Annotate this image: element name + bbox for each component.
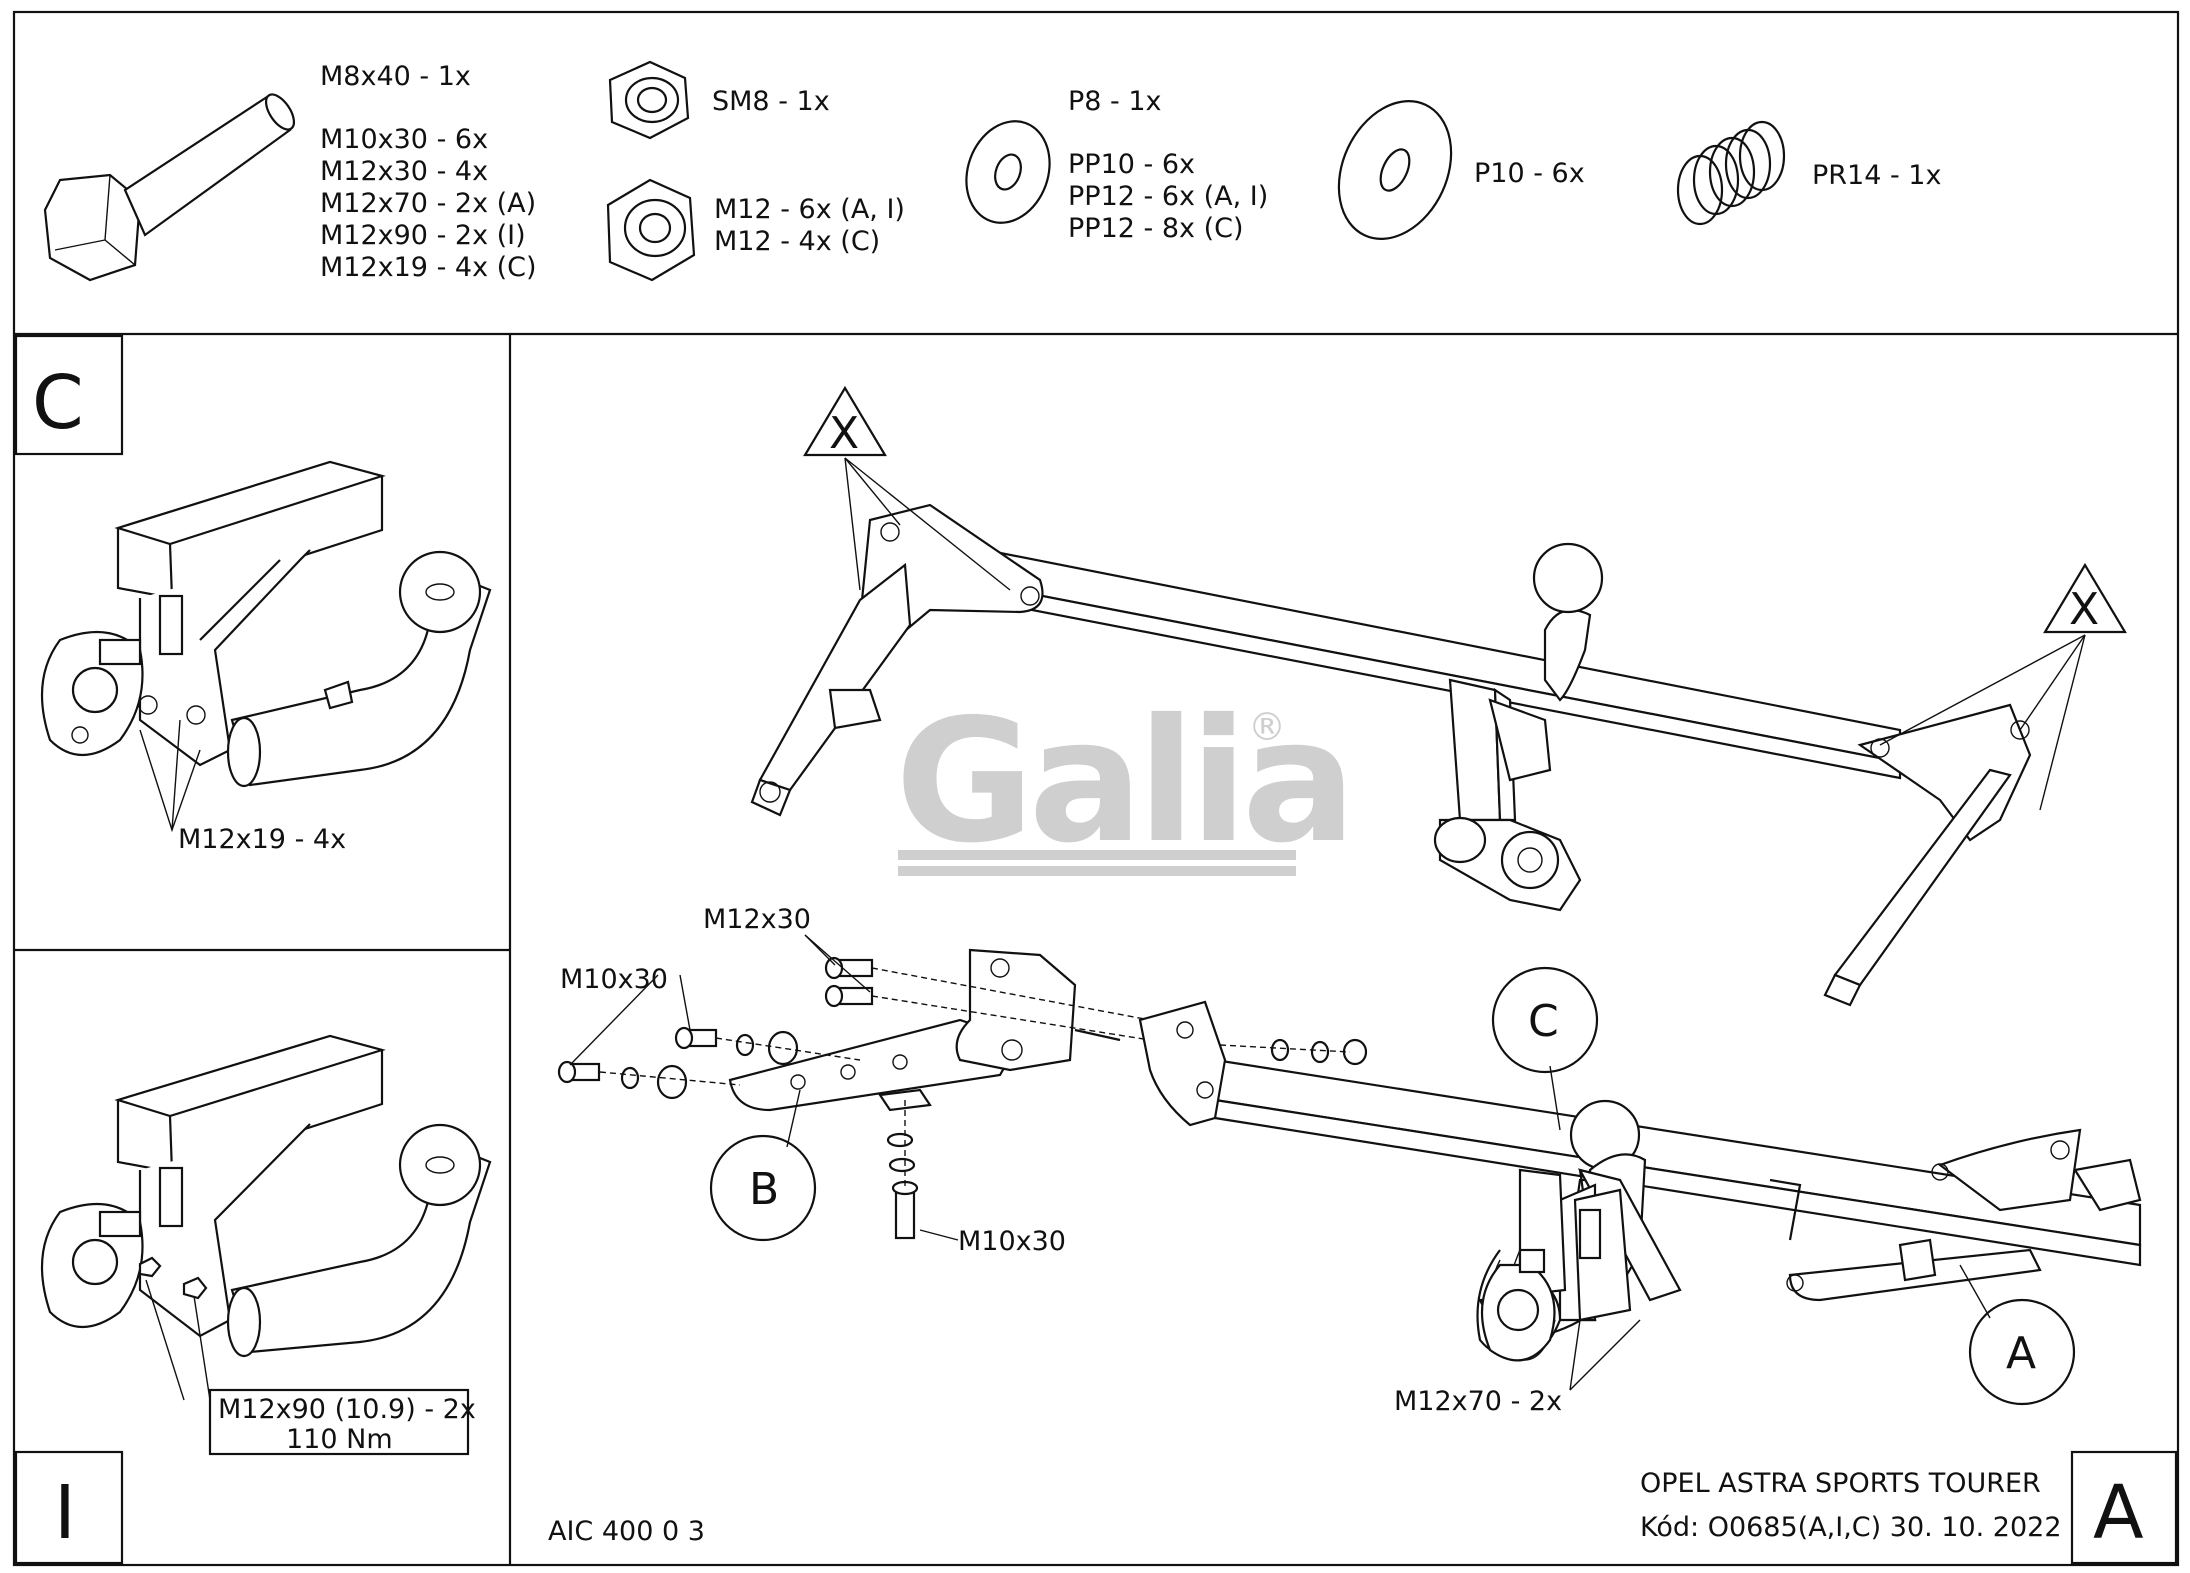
locknut-spec: SM8 - 1x [712, 86, 830, 117]
panel-i-letter: I [54, 1470, 76, 1556]
callout-circle-c: C [1491, 966, 1599, 1074]
washer-spec-line: PP10 - 6x [1068, 149, 1195, 180]
label-m12x70: M12x70 - 2x [1394, 1386, 1562, 1417]
x-mark-left: X [803, 385, 1011, 591]
bolt-spec-line: M12x19 - 4x (C) [320, 252, 537, 283]
washer-spec-line: PP12 - 6x (A, I) [1068, 181, 1268, 212]
bolt-spec-line: M12x70 - 2x (A) [320, 188, 536, 219]
panel-i-hitch-drawing [40, 1034, 492, 1358]
hardware-strip: M8x40 - 1x M10x30 - 6x M12x30 - 4x M12x7… [43, 60, 1941, 283]
panel-c-callout: M12x19 - 4x [178, 824, 346, 855]
spring-spec: PR14 - 1x [1812, 160, 1941, 191]
label-m12x30: M12x30 [703, 904, 811, 935]
nut-icon [606, 178, 696, 282]
callout-circle-a: A [1968, 1298, 2076, 1406]
label-m10x30-top: M10x30 [560, 964, 668, 995]
frames [12, 10, 2180, 1567]
bolt-spec-line: M8x40 - 1x [320, 61, 471, 92]
large-washer-icon [1337, 100, 1453, 240]
washer-spec-line: P8 - 1x [1068, 86, 1162, 117]
watermark-underline [898, 866, 1296, 876]
label-m10x30-bottom: M10x30 [958, 1226, 1066, 1257]
x-mark-text: X [829, 408, 859, 459]
panel-i: M12x90 (10.9) - 2x 110 Nm I [40, 1034, 492, 1556]
x-mark-right: X [1879, 562, 2127, 811]
panel-c: C M12x19 - 4x [32, 360, 492, 855]
bolt-spec-line: M12x90 - 2x (I) [320, 220, 526, 251]
exploded-bracket-b [728, 948, 1121, 1240]
vehicle-name: OPEL ASTRA SPORTS TOURER [1640, 1468, 2041, 1499]
washer-icon [965, 120, 1051, 224]
callout-a-text: A [2006, 1328, 2036, 1379]
lower-hitch-assembly [1138, 1000, 2142, 1362]
registered-mark: ® [1248, 705, 1286, 749]
bolt-icon [43, 93, 296, 282]
callout-circle-b: B [709, 1134, 817, 1242]
callout-c-text: C [1528, 996, 1559, 1047]
locknut-icon [608, 60, 690, 140]
panel-i-callout-line2: 110 Nm [286, 1424, 393, 1455]
panel-a-letter: A [2093, 1470, 2144, 1556]
drawing-code: AIC 400 0 3 [548, 1516, 705, 1547]
watermark-underline [898, 850, 1296, 860]
spring-icon [1676, 120, 1786, 226]
large-washer-spec: P10 - 6x [1474, 158, 1585, 189]
bolt-spec-line: M12x30 - 4x [320, 156, 488, 187]
kod-date: Kód: O0685(A,I,C) 30. 10. 2022 [1640, 1512, 2062, 1543]
callout-b-text: B [749, 1164, 779, 1215]
nut-spec-line: M12 - 4x (C) [714, 226, 880, 257]
washer-spec-line: PP12 - 8x (C) [1068, 213, 1244, 244]
main-assembly: Galia ® [548, 385, 2144, 1556]
nut-spec-line: M12 - 6x (A, I) [714, 194, 905, 225]
x-mark-text: X [2069, 584, 2099, 635]
panel-i-callout-line1: M12x90 (10.9) - 2x [218, 1394, 476, 1425]
brand-watermark: Galia [895, 683, 1351, 881]
upper-hitch-assembly [750, 503, 2032, 1007]
panel-c-hitch-drawing [40, 460, 492, 788]
panel-c-letter: C [32, 360, 84, 446]
bolt-spec-line: M10x30 - 6x [320, 124, 488, 155]
